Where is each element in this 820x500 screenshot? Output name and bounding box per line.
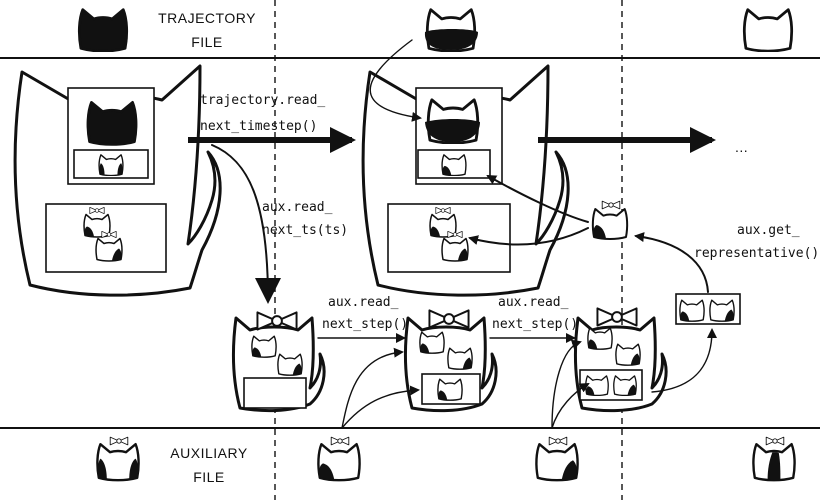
read-next-ts-label-2: next_ts(ts): [262, 223, 348, 238]
trajectory-file-label-2: FILE: [191, 34, 223, 50]
read-next-timestep-label-2: next_timestep(): [200, 119, 317, 134]
aux-step-3-arrow-a: [551, 339, 582, 429]
collect-pair-arrow: [651, 328, 717, 393]
aux-frame-1-icon: [96, 442, 140, 482]
read-next-timestep-label-1: trajectory.read_: [200, 93, 325, 108]
aux-reader-3-bow-icon: [596, 307, 638, 327]
get-representative-arrow: [634, 232, 709, 293]
aux-frame-3-icon: [535, 442, 579, 482]
representative-pair: [675, 293, 741, 325]
read-next-step-b-label-1: aux.read_: [498, 295, 569, 310]
assign-aux-list-arrow: [468, 227, 589, 246]
trajectory-frame-1-icon: [77, 8, 129, 52]
aux-reader-2: [403, 309, 498, 413]
trajectory-frame-2-fill: [424, 29, 478, 50]
aux-step-2-arrow-a: [341, 347, 404, 429]
read-next-ts-label-1: aux.read_: [262, 200, 333, 215]
trajectory-file-label-1: TRAJECTORY: [158, 10, 256, 26]
load-position-arrow: [369, 39, 422, 122]
aux-frame-2-bow-icon: [330, 436, 350, 446]
read-next-step-b-label-2: next_step(): [492, 317, 578, 332]
continuation-ellipsis: ...: [735, 139, 748, 155]
aux-reader-3: [573, 307, 668, 413]
read-next-step-a-label-1: aux.read_: [328, 295, 399, 310]
auxiliary-file-label-1: AUXILIARY: [170, 445, 248, 461]
auxiliary-file-label-2: FILE: [193, 469, 225, 485]
aux-reader-2-bow-icon: [428, 309, 470, 329]
read-next-step-a-label-2: next_step(): [322, 317, 408, 332]
aux-reader-1: [231, 311, 326, 413]
read-next-ts-arrow: [211, 144, 281, 304]
aux-frame-4-icon: [752, 442, 796, 482]
trajectory-frame-3-icon: [742, 8, 794, 52]
timestep-container-1: [13, 64, 222, 297]
representative-result-bow-icon: [601, 200, 621, 210]
aux-frame-3-bow-icon: [548, 436, 568, 446]
aux-step-3-arrow-b: [551, 383, 590, 429]
aux-frame-1-bow-icon: [109, 436, 129, 446]
aux-frame-4-bow-icon: [765, 436, 785, 446]
timestep-container-2: [361, 64, 570, 297]
assign-aux-value-arrow: [486, 175, 589, 223]
aux-step-2-arrow-b: [341, 385, 420, 429]
representative-result-icon: [591, 207, 629, 240]
get-representative-label-2: representative(): [694, 246, 819, 261]
get-representative-label-1: aux.get_: [737, 223, 800, 238]
aux-frame-2-icon: [317, 442, 361, 482]
